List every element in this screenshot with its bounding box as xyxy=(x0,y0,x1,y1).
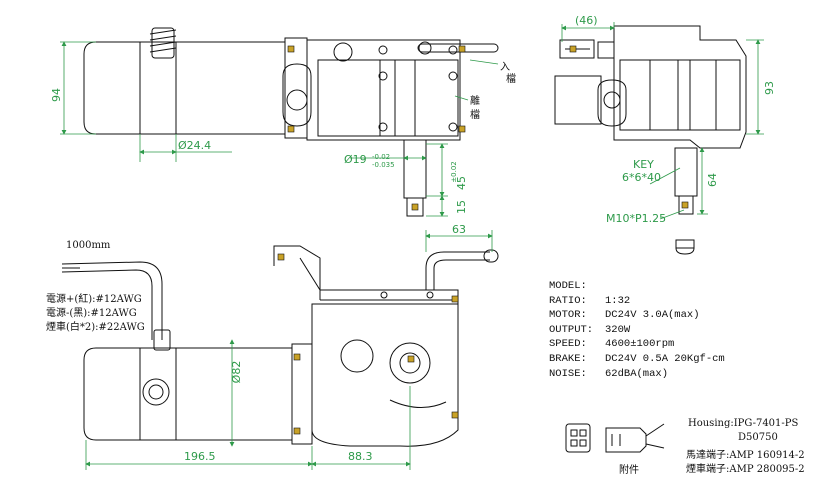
bottom-view-bolts xyxy=(277,253,459,435)
dim-64: 64 xyxy=(706,173,719,187)
label-enter-gear: 入 xyxy=(500,62,510,73)
housing-label: Housing:IPG-7401-PS xyxy=(688,418,799,429)
wire-brake: 煙車(白*2):#22AWG xyxy=(46,322,145,333)
side-view-dim-lines xyxy=(561,22,764,220)
spec-row-noise: NOISE: 62dBA(max) xyxy=(549,367,725,382)
top-view-dim-lines xyxy=(60,41,499,217)
wire-positive: 電源+(紅):#12AWG xyxy=(46,294,142,305)
wire-negative: 電源-(黑):#12AWG xyxy=(46,308,137,319)
spec-row-model: MODEL: xyxy=(549,279,725,294)
accessory-label: 附件 xyxy=(619,465,639,476)
side-view-bolts xyxy=(569,45,689,209)
dim-88-3: 88.3 xyxy=(348,450,373,463)
spec-value: 320W xyxy=(605,323,631,336)
spec-key: OUTPUT: xyxy=(549,323,594,336)
spec-row-speed: SPEED: 4600±100rpm xyxy=(549,337,725,352)
spec-key: NOISE: xyxy=(549,367,587,380)
bottom-view-dim-lines xyxy=(85,230,493,470)
spec-key: BRAKE: xyxy=(549,352,587,365)
dim-d24-4: Ø24.4 xyxy=(178,139,211,152)
key-label: KEY xyxy=(633,158,654,171)
side-view-gearbox xyxy=(554,25,747,255)
spec-row-output: OUTPUT: 320W xyxy=(549,323,725,338)
dim-45-tol: ±0.02 xyxy=(450,161,458,182)
spec-row-brake: BRAKE: DC24V 0.5A 20Kgf-cm xyxy=(549,352,725,367)
bottom-view-motor xyxy=(61,245,499,447)
dim-45: 45 xyxy=(455,176,468,190)
spec-row-ratio: RATIO: 1:32 xyxy=(549,294,725,309)
dim-15: 15 xyxy=(455,200,468,214)
dim-d19-tol-upper: -0.02 xyxy=(372,153,390,161)
spec-value: 4600±100rpm xyxy=(605,338,675,351)
top-view-holes xyxy=(378,45,458,132)
brake-terminal: 煙車端子:AMP 280095-2 xyxy=(686,464,805,475)
dim-93: 93 xyxy=(763,81,776,95)
spec-value: 62dBA(max) xyxy=(605,367,669,380)
thread-label: M10*P1.25 xyxy=(606,212,666,225)
spec-key: SPEED: xyxy=(549,338,587,351)
label-leave-gear-2: 檔 xyxy=(470,108,480,121)
dim-d19: Ø19 xyxy=(344,153,367,166)
label-enter-gear-2: 檔 xyxy=(506,72,516,85)
dim-d82: Ø82 xyxy=(230,361,243,384)
spec-key: RATIO: xyxy=(549,294,587,307)
spec-table: MODEL: RATIO:1:32 MOTOR:DC24V 3.0A(max) … xyxy=(549,279,725,381)
top-view-bolts xyxy=(287,45,466,211)
spec-value: DC24V 0.5A 20Kgf-cm xyxy=(605,352,725,365)
bottom-view-holes xyxy=(380,291,434,299)
motor-terminal: 馬達端子:AMP 160914-2 xyxy=(686,450,805,461)
spec-value: DC24V 3.0A(max) xyxy=(605,309,700,322)
dim-d19-tol-lower: -0.035 xyxy=(372,161,395,169)
housing-number: D50750 xyxy=(738,432,778,443)
spec-row-motor: MOTOR: DC24V 3.0A(max) xyxy=(549,308,725,323)
cable-length: 1000mm xyxy=(66,240,111,251)
dim-94: 94 xyxy=(50,88,63,102)
label-leave-gear: 離 xyxy=(470,94,480,107)
dim-196-5: 196.5 xyxy=(184,450,216,463)
top-view-motor xyxy=(83,27,499,217)
spec-key: MODEL: xyxy=(549,280,587,292)
key-size: 6*6*40 xyxy=(622,171,661,184)
connector-housing xyxy=(565,423,665,453)
spec-key: MOTOR: xyxy=(549,309,587,322)
dim-63: 63 xyxy=(452,223,466,236)
dim-46: (46) xyxy=(575,14,598,27)
spec-value: 1:32 xyxy=(605,294,631,307)
